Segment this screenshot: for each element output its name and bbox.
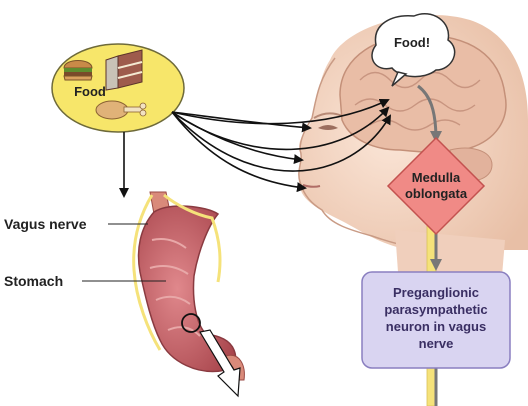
food-thought-label: Food!	[394, 35, 430, 50]
thought-bubble: Food!	[371, 13, 456, 87]
brain-to-medulla-arrow	[417, 84, 442, 143]
neuron-label-line1: Preganglionic	[393, 285, 479, 300]
medulla-node: Medulla oblongata	[386, 136, 486, 236]
neuron-label-line2: parasympathetic	[384, 302, 487, 317]
thought-bubble-tail	[391, 71, 408, 87]
detail-circle	[181, 313, 201, 333]
drumstick-icon	[95, 100, 147, 120]
eye	[318, 125, 338, 130]
thought-bubble-shape	[371, 13, 456, 78]
medulla-diamond	[386, 136, 486, 236]
stomach-illustration	[132, 191, 245, 398]
neuron-label-line3: neuron in vagus	[386, 319, 486, 334]
stomach-label: Stomach	[4, 273, 63, 289]
face-profile	[298, 57, 441, 251]
brain-folds	[354, 49, 481, 131]
food-bubble: Food	[51, 43, 185, 133]
stomach-labels: Vagus nerve Stomach	[4, 216, 166, 289]
stomach-folds	[149, 238, 201, 337]
vagus-nerve-fiber-left	[132, 194, 162, 351]
cake-icon	[105, 49, 143, 91]
vagus-nerve-fiber-right	[163, 193, 222, 283]
arrow-food-to-brain-1	[171, 98, 390, 125]
eyebrow	[313, 112, 343, 119]
arrow-food-to-eye	[171, 111, 312, 133]
food-label: Food	[74, 84, 106, 99]
arrow-food-to-mouth	[171, 111, 307, 193]
arrow-food-to-brain-3	[171, 111, 392, 172]
stomach	[137, 205, 237, 373]
detail-arrow	[199, 329, 241, 398]
burger-icon	[63, 60, 93, 81]
neuron-label-line4: nerve	[419, 336, 454, 351]
vagus-nerve-label: Vagus nerve	[4, 216, 87, 232]
medulla-label-line1: Medulla	[412, 170, 461, 185]
arrow-food-to-brain-2	[171, 106, 390, 151]
arrow-food-to-nose	[171, 111, 304, 165]
medulla-label-line2: oblongata	[405, 186, 468, 201]
neuron-box	[361, 271, 511, 369]
neuron-node: Preganglionic parasympathetic neuron in …	[361, 271, 511, 369]
sensory-arrows	[119, 98, 392, 198]
